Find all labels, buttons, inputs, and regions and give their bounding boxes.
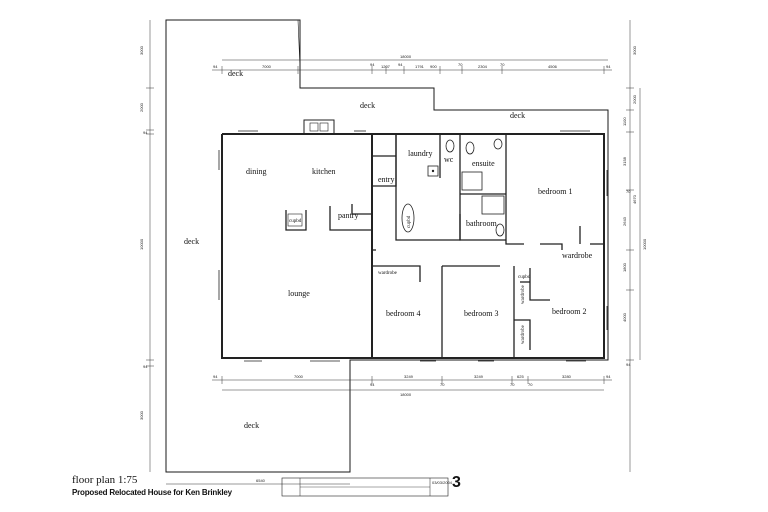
dim-top-6: 900 bbox=[430, 64, 437, 69]
dim-top-0: 94 bbox=[213, 64, 218, 69]
bottom-dimension-chain bbox=[212, 376, 612, 391]
sink-bowl-right bbox=[319, 122, 329, 132]
dim-right-5: 4670 bbox=[632, 194, 637, 204]
label-wardrobe-b1: wardrobe bbox=[562, 251, 593, 260]
dim-right-7: 10000 bbox=[642, 238, 647, 250]
dim-bottom-4: 70 bbox=[440, 382, 445, 387]
dim-left-0: 3000 bbox=[139, 45, 144, 55]
dim-right-1: 2000 bbox=[632, 94, 637, 104]
label-deck-left: deck bbox=[184, 237, 199, 246]
dim-top-11: 94 bbox=[606, 64, 611, 69]
laundry-tub bbox=[427, 165, 439, 177]
dim-top-3: 1207 bbox=[381, 64, 391, 69]
label-deck-top-left: deck bbox=[228, 69, 243, 78]
label-cupboard-kitchen: cupbd bbox=[289, 219, 302, 224]
label-ensuite: ensuite bbox=[472, 159, 495, 168]
label-bedroom-2: bedroom 2 bbox=[552, 307, 586, 316]
sheet-number: 3 bbox=[452, 474, 461, 491]
dim-bottom-deck: 6540 bbox=[256, 478, 266, 483]
deck-outline bbox=[165, 19, 609, 473]
date-stamp: 03/03/2004 bbox=[432, 480, 453, 485]
dim-bottom-2: 94 bbox=[370, 382, 375, 387]
label-bathroom: bathroom bbox=[466, 219, 497, 228]
laundry-tub-drain bbox=[431, 169, 435, 173]
label-cupboard-bedroom: cupbd bbox=[518, 275, 531, 280]
label-pantry: pantry bbox=[338, 211, 358, 220]
label-bedroom-4: bedroom 4 bbox=[386, 309, 420, 318]
dim-bottom-5: 3249 bbox=[474, 374, 484, 379]
dim-bottom-overall: 18000 bbox=[400, 392, 412, 397]
exterior-walls bbox=[221, 133, 605, 359]
dim-right-2: 1100 bbox=[622, 117, 627, 126]
window-marks bbox=[218, 130, 608, 362]
right-dimension-chain bbox=[626, 20, 641, 472]
label-bedroom-3: bedroom 3 bbox=[464, 309, 498, 318]
sink-bowl-left bbox=[309, 122, 319, 132]
interior-walls bbox=[285, 134, 604, 358]
title-block-frame bbox=[281, 477, 449, 497]
label-wardrobe-b3: wardrobe bbox=[521, 284, 526, 304]
dim-top-5: 1791 bbox=[415, 64, 425, 69]
label-wc: wc bbox=[444, 155, 454, 164]
plan-subtitle: Proposed Relocated House for Ken Brinkle… bbox=[72, 488, 232, 497]
label-cupboard-hall: cupbd bbox=[407, 215, 412, 228]
dim-right-6: 2643 bbox=[622, 216, 627, 226]
dim-bottom-9: 3280 bbox=[562, 374, 572, 379]
dim-top-1: 7000 bbox=[262, 64, 272, 69]
bathroom-bath bbox=[481, 195, 505, 215]
ensuite-shower bbox=[461, 171, 483, 191]
kitchen-cupboard-box bbox=[287, 213, 303, 227]
hall-cupboard-hotwater bbox=[401, 203, 415, 233]
label-kitchen: kitchen bbox=[312, 167, 336, 176]
dim-top-9: 70 bbox=[500, 62, 505, 67]
dim-left-3: 10000 bbox=[139, 238, 144, 250]
dim-left-4: 94 bbox=[143, 364, 148, 369]
dim-top-2: 94 bbox=[370, 62, 375, 67]
label-deck-top-right: deck bbox=[510, 111, 525, 120]
kitchen-sink bbox=[303, 119, 335, 135]
dim-bottom-6: 70 bbox=[510, 382, 515, 387]
wc-toilet bbox=[445, 139, 455, 153]
dim-top-4: 94 bbox=[398, 62, 403, 67]
dim-bottom-10: 94 bbox=[606, 374, 611, 379]
dim-right-10: 94 bbox=[626, 362, 631, 367]
label-bedroom-1: bedroom 1 bbox=[538, 187, 572, 196]
bathroom-toilet bbox=[495, 223, 505, 237]
dim-bottom-3: 3249 bbox=[404, 374, 414, 379]
dim-left-5: 3000 bbox=[139, 410, 144, 420]
dim-bottom-1: 7000 bbox=[294, 374, 304, 379]
dim-right-4: 70 bbox=[626, 189, 631, 194]
dim-top-overall: 18000 bbox=[400, 54, 412, 59]
left-dimension-chain bbox=[146, 20, 154, 472]
label-laundry: laundry bbox=[408, 149, 432, 158]
dim-bottom-7: 625 bbox=[517, 374, 524, 379]
dim-right-3: 3158 bbox=[622, 156, 627, 166]
dim-right-9: 4000 bbox=[622, 312, 627, 322]
label-wardrobe-b4: wardrobe bbox=[378, 271, 398, 276]
ensuite-toilet bbox=[465, 141, 475, 155]
top-dimension-chain bbox=[212, 59, 612, 74]
dim-bottom-8: 70 bbox=[528, 382, 533, 387]
label-lounge: lounge bbox=[288, 289, 310, 298]
dim-right-8: 1800 bbox=[622, 262, 627, 272]
dim-top-10: 4506 bbox=[548, 64, 558, 69]
dim-top-8: 2304 bbox=[478, 64, 488, 69]
label-deck-bottom: deck bbox=[244, 421, 259, 430]
ensuite-basin bbox=[493, 138, 503, 150]
dim-top-7: 70 bbox=[458, 62, 463, 67]
dim-left-1: 2000 bbox=[139, 102, 144, 112]
label-wardrobe-b2: wardrobe bbox=[521, 324, 526, 344]
label-entry: entry bbox=[378, 175, 394, 184]
dim-left-2: 94 bbox=[143, 130, 148, 135]
label-dining: dining bbox=[246, 167, 266, 176]
dim-right-0: 3000 bbox=[632, 45, 637, 55]
dim-bottom-0: 94 bbox=[213, 374, 218, 379]
plan-title: floor plan 1:75 bbox=[72, 474, 138, 486]
label-deck-top-center: deck bbox=[360, 101, 375, 110]
